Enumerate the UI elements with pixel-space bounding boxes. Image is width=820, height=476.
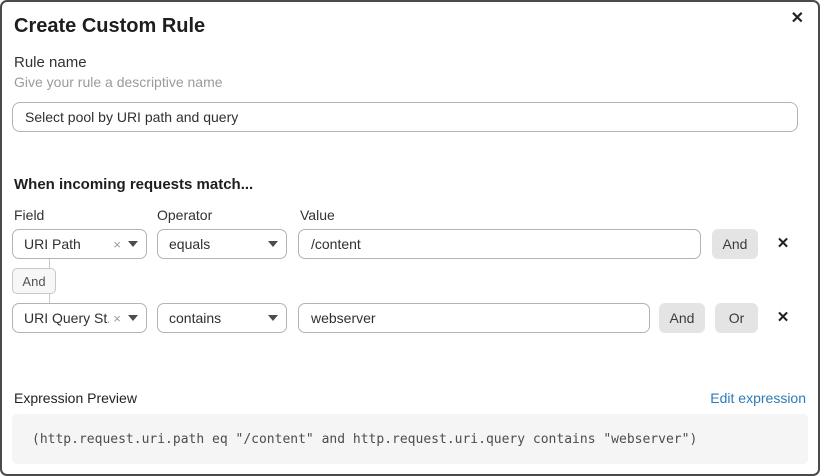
rule-name-label: Rule name	[14, 54, 87, 71]
operator-select[interactable]: contains	[157, 303, 287, 333]
clear-icon[interactable]: ×	[113, 236, 121, 252]
clear-icon[interactable]: ×	[113, 310, 121, 326]
edit-expression-link[interactable]: Edit expression	[710, 390, 806, 406]
expression-code: (http.request.uri.path eq "/content" and…	[32, 431, 698, 447]
field-select[interactable]: URI Path ×	[12, 229, 147, 259]
chevron-down-icon[interactable]	[268, 241, 278, 247]
remove-condition-icon[interactable]: ✕	[776, 309, 790, 326]
operator-select[interactable]: equals	[157, 229, 287, 259]
field-select-value: URI Path	[24, 236, 81, 252]
value-input[interactable]	[298, 229, 701, 259]
operator-select-value: equals	[169, 236, 211, 252]
and-connector-badge[interactable]: And	[12, 268, 56, 294]
close-icon[interactable]: ✕	[790, 10, 804, 27]
dialog-title: Create Custom Rule	[14, 15, 206, 37]
value-input[interactable]	[298, 303, 650, 333]
add-and-button[interactable]: And	[659, 303, 705, 333]
condition-connector: And	[12, 259, 808, 303]
match-heading: When incoming requests match...	[14, 176, 254, 193]
column-label-operator: Operator	[157, 207, 213, 223]
condition-row-2: URI Query St... × contains And Or ✕	[12, 303, 808, 333]
chevron-down-icon[interactable]	[128, 241, 138, 247]
field-select-value: URI Query St...	[24, 310, 109, 326]
rule-name-input[interactable]	[12, 102, 798, 132]
column-label-field: Field	[14, 207, 45, 223]
expression-code-block: (http.request.uri.path eq "/content" and…	[12, 414, 808, 464]
connector-line	[49, 259, 50, 268]
chevron-down-icon[interactable]	[268, 315, 278, 321]
expression-preview-label: Expression Preview	[14, 390, 137, 406]
rule-name-hint: Give your rule a descriptive name	[14, 74, 223, 90]
field-select[interactable]: URI Query St... ×	[12, 303, 147, 333]
expression-preview-header: Expression Preview Edit expression	[14, 390, 806, 406]
connector-line	[49, 294, 50, 303]
condition-column-labels: Field Operator Value	[14, 207, 808, 223]
chevron-down-icon[interactable]	[128, 315, 138, 321]
condition-row-1: URI Path × equals And ✕	[12, 229, 808, 259]
column-label-value: Value	[300, 207, 335, 223]
add-or-button[interactable]: Or	[715, 303, 758, 333]
remove-condition-icon[interactable]: ✕	[776, 235, 790, 252]
operator-select-value: contains	[169, 310, 222, 326]
add-and-button[interactable]: And	[712, 229, 758, 259]
